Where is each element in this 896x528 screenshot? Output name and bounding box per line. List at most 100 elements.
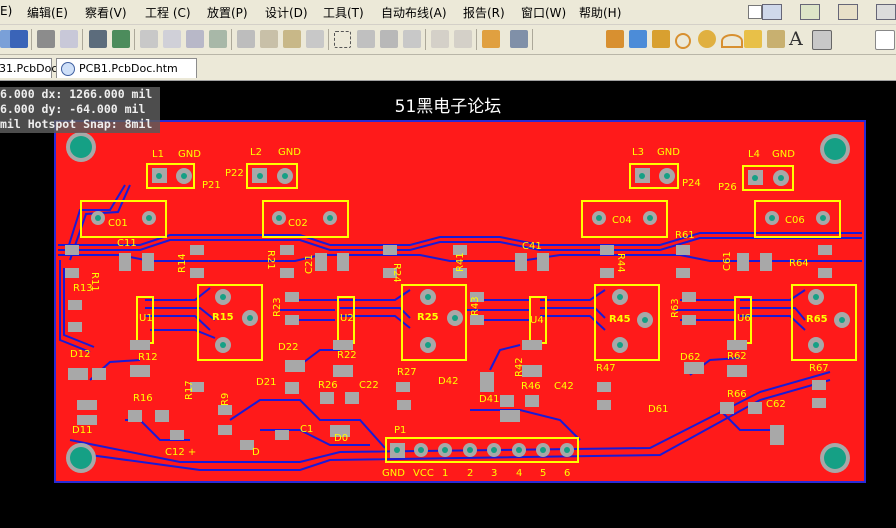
- move-icon[interactable]: [357, 30, 375, 48]
- menu-help[interactable]: 帮助(H): [579, 6, 622, 20]
- menu-place[interactable]: 放置(P): [207, 6, 248, 20]
- print-icon[interactable]: [37, 30, 55, 48]
- pad-icon[interactable]: [698, 30, 716, 48]
- label-R9: R9: [220, 393, 231, 406]
- multi-route-icon[interactable]: [652, 30, 670, 48]
- label-pin-1: 1: [442, 468, 448, 479]
- coordinate-icon[interactable]: [812, 30, 832, 50]
- cross-probe-icon[interactable]: [482, 30, 500, 48]
- tab-pcbdoc[interactable]: 31.PcbDoc: [0, 58, 57, 78]
- label-P26: P26: [718, 182, 737, 193]
- label-C42: C42: [554, 381, 574, 392]
- polygon-icon[interactable]: [767, 30, 785, 48]
- label-C01: C01: [108, 218, 128, 229]
- menu-window[interactable]: 窗口(W): [521, 6, 567, 20]
- menu-tools[interactable]: 工具(T): [323, 6, 364, 20]
- label-R46: R46: [521, 381, 541, 392]
- label-P1: P1: [394, 425, 406, 436]
- string-icon[interactable]: A: [789, 28, 803, 50]
- label-P22: P22: [225, 168, 244, 179]
- label-pin-gnd: GND: [382, 468, 405, 479]
- label-C22: C22: [359, 380, 379, 391]
- menu-design[interactable]: 设计(D): [265, 6, 308, 20]
- label-P24: P24: [682, 178, 701, 189]
- toolbar: A: [0, 25, 896, 55]
- label-C61: C61: [722, 251, 733, 271]
- cut-icon[interactable]: [237, 30, 255, 48]
- tab-pcbdoc-htm[interactable]: PCB1.PcbDoc.htm: [56, 58, 197, 78]
- menu-project[interactable]: 工程 (C): [145, 6, 191, 20]
- silkscreen-outlines: [80, 163, 857, 463]
- clear-filter-icon[interactable]: [403, 30, 421, 48]
- smd-pads: [65, 245, 832, 450]
- menu-reports[interactable]: 报告(R): [463, 6, 505, 20]
- rubber-stamp-icon[interactable]: [306, 30, 324, 48]
- label-pin-6: 6: [564, 468, 570, 479]
- print-preview-icon[interactable]: [60, 30, 78, 48]
- move-tool-icon[interactable]: [838, 4, 858, 20]
- toolbar-separator: [425, 29, 426, 50]
- zoom-fit-icon[interactable]: [140, 30, 158, 48]
- filter-tool-icon[interactable]: [800, 4, 820, 20]
- copy-icon[interactable]: [260, 30, 278, 48]
- label-R45: R45: [609, 314, 631, 325]
- component-icon[interactable]: [875, 30, 895, 50]
- label-L3: L3: [632, 147, 644, 158]
- zoom-filter-icon[interactable]: [209, 30, 227, 48]
- label-D42: D42: [438, 376, 458, 387]
- zoom-area-icon[interactable]: [163, 30, 181, 48]
- save-icon[interactable]: [10, 30, 28, 48]
- menu-file[interactable]: E): [0, 4, 13, 18]
- deselect-icon[interactable]: [380, 30, 398, 48]
- label-R41: R41: [455, 252, 466, 272]
- label-R61: R61: [675, 230, 695, 241]
- label-R14: R14: [177, 253, 188, 273]
- label-C04: C04: [612, 215, 632, 226]
- html-file-icon: [61, 62, 75, 76]
- label-R23: R23: [272, 297, 283, 317]
- menu-edit[interactable]: 编辑(E): [27, 6, 68, 20]
- document-tab-bar: 31.PcbDoc PCB1.PcbDoc.htm: [0, 55, 896, 81]
- toolbar-separator: [532, 29, 533, 50]
- 3d-view-icon[interactable]: [112, 30, 130, 48]
- diff-pair-icon[interactable]: [629, 30, 647, 48]
- redo-icon[interactable]: [454, 30, 472, 48]
- hud-dy: 6.000 dy: -64.000 mil: [0, 102, 146, 116]
- label-R11: R11: [89, 272, 100, 292]
- label-C02: C02: [288, 218, 308, 229]
- browse-icon[interactable]: [510, 30, 528, 48]
- via-icon[interactable]: [675, 33, 691, 49]
- label-R25: R25: [417, 312, 439, 323]
- label-C1: C1: [300, 424, 313, 435]
- menu-view[interactable]: 察看(V): [85, 6, 127, 20]
- label-R16: R16: [133, 393, 153, 404]
- interactive-route-icon[interactable]: [606, 30, 624, 48]
- label-C41: C41: [522, 241, 542, 252]
- hud-dx: 6.000 dx: 1266.000 mil: [0, 87, 153, 101]
- label-R44: R44: [615, 253, 626, 273]
- connector-pads: [91, 168, 850, 458]
- label-U1: U1: [139, 313, 153, 324]
- restore-icon[interactable]: [748, 5, 762, 19]
- label-GND-1: GND: [178, 149, 201, 160]
- layers-icon[interactable]: [89, 30, 107, 48]
- zoom-select-icon[interactable]: [186, 30, 204, 48]
- fill-icon[interactable]: [744, 30, 762, 48]
- label-D62: D62: [680, 352, 700, 363]
- label-U2: U2: [340, 313, 354, 324]
- label-C06: C06: [785, 215, 805, 226]
- arc-icon[interactable]: [721, 34, 743, 48]
- label-D11: D11: [72, 425, 92, 436]
- chart-tool-icon[interactable]: [762, 4, 782, 20]
- paste-icon[interactable]: [283, 30, 301, 48]
- toolbar-separator: [231, 29, 232, 50]
- label-L2: L2: [250, 147, 262, 158]
- label-D12: D12: [70, 349, 90, 360]
- menu-autoroute[interactable]: 自动布线(A): [381, 6, 447, 20]
- menu-bar: E) 编辑(E) 察看(V) 工程 (C) 放置(P) 设计(D) 工具(T) …: [0, 0, 896, 25]
- select-area-icon[interactable]: [334, 31, 351, 48]
- label-D0: D0: [334, 433, 348, 444]
- undo-icon[interactable]: [431, 30, 449, 48]
- coordinate-hud: 6.000 dx: 1266.000 mil 6.000 dy: -64.000…: [0, 87, 160, 133]
